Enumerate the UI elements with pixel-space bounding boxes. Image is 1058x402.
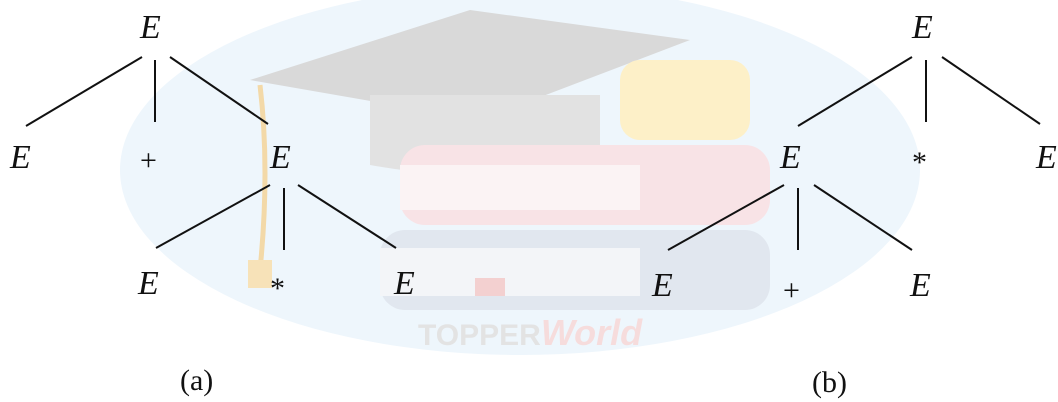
edge-b-root-right bbox=[941, 56, 1041, 125]
svg-text:TOPPERWorld: TOPPERWorld bbox=[418, 312, 643, 353]
edge-b-left-left bbox=[667, 184, 785, 251]
node-b-right: E bbox=[1035, 139, 1057, 176]
caption-b: (b) bbox=[812, 366, 847, 399]
node-a-plus: + bbox=[140, 144, 157, 177]
edge-a-root-left bbox=[25, 56, 143, 127]
edge-a-right-right bbox=[297, 184, 397, 249]
node-b-times: * bbox=[912, 146, 927, 179]
node-b-left-left: E bbox=[651, 267, 673, 304]
node-b-plus: + bbox=[783, 274, 800, 307]
node-a-left: E bbox=[9, 139, 31, 176]
watermark-text-suffix: World bbox=[541, 312, 643, 353]
watermark-cap-icon bbox=[250, 10, 690, 120]
edge-b-left-right bbox=[813, 184, 913, 251]
watermark-graphic: TOPPERWorld bbox=[120, 0, 920, 355]
node-b-left: E bbox=[779, 139, 801, 176]
node-a-root: E bbox=[139, 9, 161, 46]
watermark-book-icon bbox=[620, 60, 750, 140]
node-b-root: E bbox=[911, 9, 933, 46]
caption-a: (a) bbox=[180, 364, 213, 397]
watermark-text-prefix: TOPPER bbox=[418, 319, 541, 352]
node-b-left-right: E bbox=[909, 267, 931, 304]
parse-tree-b: E E * E E + E (b) bbox=[651, 9, 1057, 399]
node-a-times: * bbox=[270, 272, 285, 305]
edge-b-root-left bbox=[797, 56, 913, 127]
parse-tree-a: E E + E E * E (a) bbox=[9, 9, 415, 397]
edge-a-right-left bbox=[155, 184, 271, 249]
node-a-right-right: E bbox=[393, 265, 415, 302]
edge-a-root-right bbox=[169, 56, 269, 125]
node-a-right: E bbox=[269, 139, 291, 176]
node-a-right-left: E bbox=[137, 265, 159, 302]
